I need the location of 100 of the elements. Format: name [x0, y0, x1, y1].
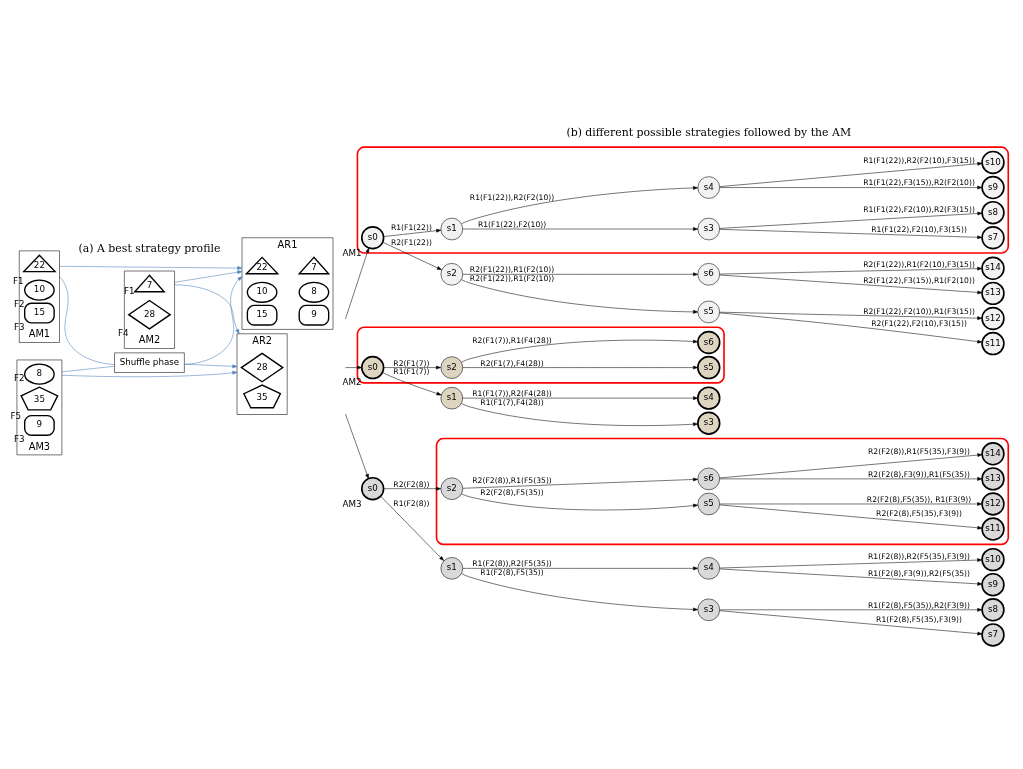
arrow	[383, 486, 441, 491]
node-circle: s0	[360, 226, 385, 250]
label: (b) different possible strategies followed by the AM	[566, 125, 852, 139]
node-circle: s6	[697, 330, 721, 355]
node-circle: s5	[697, 355, 721, 380]
node-label: AM2	[342, 377, 362, 388]
arrow	[461, 186, 698, 224]
arrow	[383, 365, 441, 370]
arrow	[461, 279, 698, 314]
node-circle: s0	[360, 355, 385, 380]
node-box: 9	[298, 304, 330, 326]
arrow	[719, 558, 983, 569]
arrow	[462, 227, 699, 231]
arrow	[719, 608, 983, 612]
arrow	[719, 229, 983, 240]
arrow	[719, 502, 983, 506]
node-circle: s12	[981, 492, 1005, 516]
arrow	[345, 247, 370, 320]
arrow	[382, 372, 442, 396]
node-circle: s8	[981, 200, 1005, 225]
arrow	[345, 365, 362, 370]
arrow	[719, 504, 983, 530]
node-circle: s7	[981, 226, 1005, 250]
node-circle: s1	[440, 386, 463, 410]
arrow	[719, 274, 983, 295]
node-label: F3	[13, 434, 25, 445]
node-box: 9	[24, 414, 55, 436]
node-circle: s7	[981, 623, 1005, 647]
node-circle: s4	[697, 386, 721, 410]
arrow	[59, 266, 243, 270]
node-label: F2	[13, 299, 25, 310]
node-ellipse: 8	[24, 363, 55, 385]
connector	[59, 276, 115, 365]
arrow	[383, 228, 442, 237]
node-circle: s3	[697, 598, 720, 621]
arrow	[719, 211, 983, 229]
node-circle: s8	[981, 598, 1005, 622]
node-circle: s4	[697, 557, 720, 580]
node-ellipse: 10	[24, 279, 55, 301]
arrow	[719, 311, 983, 320]
node-label: F5	[10, 411, 22, 422]
node-box: Shuffle phase	[114, 352, 185, 373]
node-circle: s2	[440, 263, 463, 286]
arrow	[382, 241, 442, 271]
node-ellipse: 8	[298, 281, 330, 303]
arrow	[462, 477, 699, 489]
arrow	[719, 312, 983, 344]
node-label: F3	[13, 321, 25, 332]
node-circle: s12	[981, 306, 1005, 331]
arrow	[719, 185, 983, 190]
node-circle: s6	[697, 467, 720, 491]
arrow	[184, 276, 243, 365]
node-circle: s10	[981, 150, 1005, 175]
node-circle: s0	[360, 476, 385, 501]
node-box: 15	[24, 302, 55, 324]
node-circle: s5	[697, 492, 720, 516]
node-box: 15	[246, 304, 278, 326]
arrow	[462, 396, 699, 400]
node-label: AM3	[342, 498, 362, 509]
arrow	[61, 370, 238, 378]
node-circle: s9	[981, 175, 1005, 200]
arrow	[184, 363, 238, 369]
node-circle: s13	[981, 281, 1005, 306]
node-circle: s10	[981, 547, 1005, 572]
arrow	[462, 566, 699, 571]
node-circle: s5	[697, 300, 720, 324]
node-circle: s3	[697, 217, 720, 241]
arrow	[719, 477, 983, 481]
connector	[61, 366, 115, 373]
arrow	[380, 496, 444, 561]
node-circle: s11	[981, 517, 1005, 541]
arrow	[461, 339, 698, 363]
node-diamond: 28	[127, 299, 172, 330]
node-circle: s3	[697, 411, 721, 435]
node-label: F1	[12, 276, 24, 287]
node-label: F1	[123, 286, 135, 297]
arrow	[345, 413, 369, 479]
node-circle: s1	[440, 217, 463, 241]
arrow	[462, 272, 699, 277]
arrow	[461, 493, 699, 511]
node-circle: s2	[440, 356, 463, 379]
arrow	[461, 403, 698, 426]
node-ellipse: 10	[246, 281, 278, 303]
node-circle: s6	[697, 263, 720, 286]
arrow	[174, 270, 243, 283]
node-circle: s14	[981, 256, 1005, 281]
node-label: F4	[117, 327, 129, 338]
arrow	[719, 610, 983, 636]
node-circle: s2	[440, 477, 463, 500]
node-label: F2	[13, 373, 25, 384]
arrow	[461, 573, 698, 612]
arrow	[719, 266, 983, 275]
arrow	[462, 365, 699, 370]
arrow	[719, 568, 983, 586]
arrow	[174, 284, 240, 335]
node-diamond: 28	[240, 352, 285, 383]
node-circle: s9	[981, 573, 1005, 597]
node-circle: s14	[981, 442, 1005, 466]
node-circle: s4	[697, 176, 720, 199]
node-label: AM1	[342, 247, 362, 258]
